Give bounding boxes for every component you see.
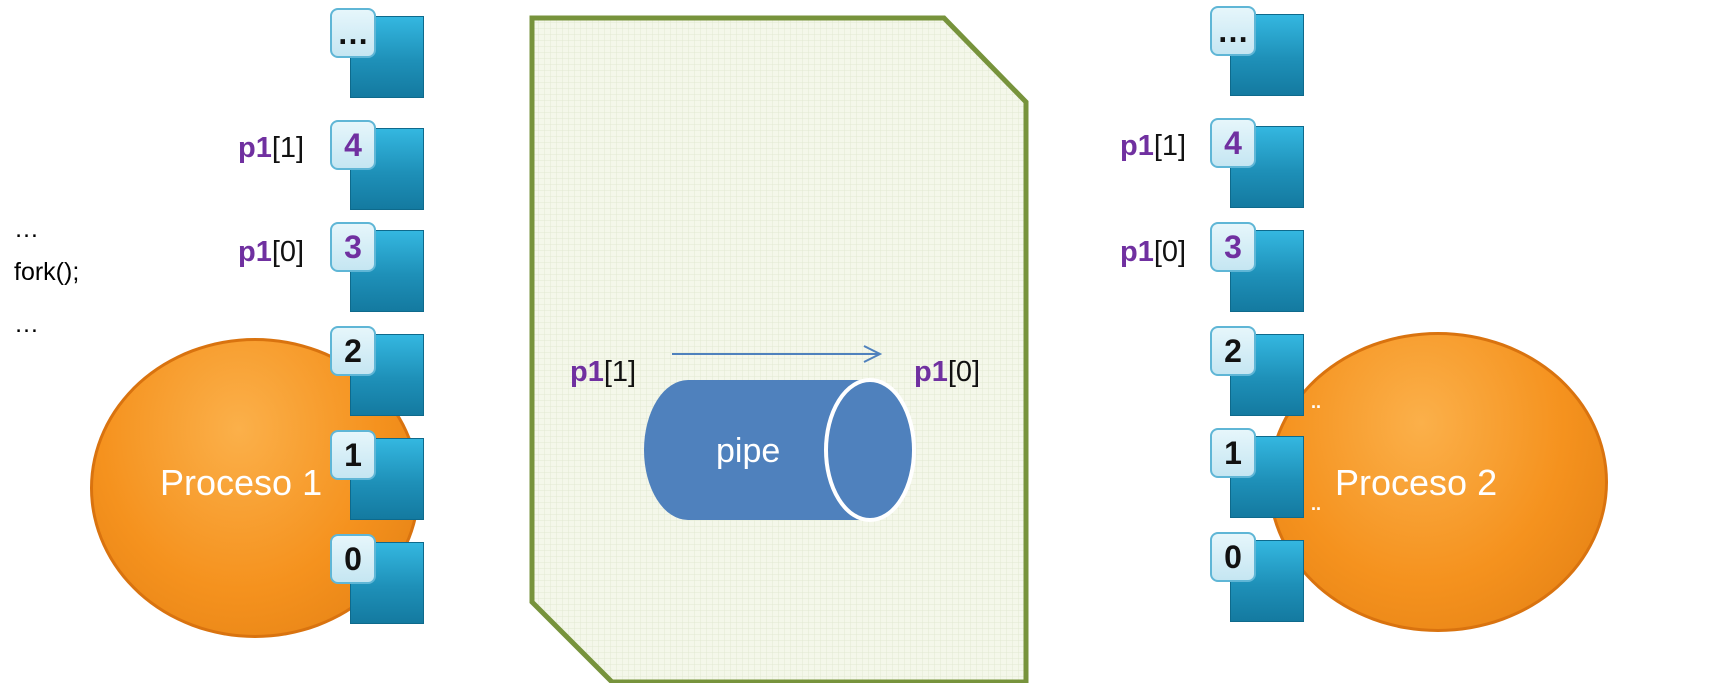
pipe-write-end-label: p1[1] — [570, 356, 637, 388]
slot-number: 0 — [1210, 532, 1256, 582]
slot-dots: .. — [1310, 288, 1321, 308]
p2-fd3-label: p1[0] — [1120, 236, 1187, 268]
slot-number: … — [1210, 6, 1256, 56]
slot-dots: .. — [430, 74, 441, 94]
process-2-circle — [1268, 332, 1608, 632]
slot-number: 0 — [330, 534, 376, 584]
process-2-label: Proceso 2 — [1335, 462, 1498, 503]
p1-fd4-label: p1[1] — [238, 132, 305, 164]
slot-number: 1 — [330, 430, 376, 480]
slot-dots: .. — [1310, 494, 1321, 514]
slot-dots: .. — [1310, 598, 1321, 618]
slot-dots: .. — [1310, 184, 1321, 204]
p2-fd-slot-more: .. … — [1210, 6, 1321, 96]
slot-number: 3 — [1210, 222, 1256, 272]
code-ellipsis-top: … — [14, 215, 39, 243]
code-ellipsis-bottom: … — [14, 310, 39, 338]
p1-fd-slot-1: .. 1 — [330, 430, 441, 520]
p1-fd-slot-0: .. 0 — [330, 534, 441, 624]
p2-fd-slot-4: .. 4 — [1210, 118, 1321, 208]
slot-number: 1 — [1210, 428, 1256, 478]
pipe-label: pipe — [716, 432, 781, 470]
p2-fd-slot-1: .. 1 — [1210, 428, 1321, 518]
slot-dots: .. — [430, 392, 441, 412]
slot-dots: .. — [1310, 392, 1321, 412]
p1-fd-slot-4: .. 4 — [330, 120, 441, 210]
slot-dots: .. — [1310, 72, 1321, 92]
slot-dots: .. — [430, 600, 441, 620]
p2-fd-slot-0: .. 0 — [1210, 532, 1321, 622]
slot-number: … — [330, 8, 376, 58]
p1-fd-slot-more: .. … — [330, 8, 441, 98]
slot-dots: .. — [430, 496, 441, 516]
slot-number: 4 — [330, 120, 376, 170]
p2-fd4-label: p1[1] — [1120, 130, 1187, 162]
slot-dots: .. — [430, 288, 441, 308]
pipe-read-end-label: p1[0] — [914, 356, 981, 388]
slot-number: 2 — [1210, 326, 1256, 376]
kernel-border — [529, 15, 1029, 683]
slot-number: 3 — [330, 222, 376, 272]
process-1-label: Proceso 1 — [160, 462, 323, 503]
p2-fd-slot-3: .. 3 — [1210, 222, 1321, 312]
slot-dots: .. — [430, 186, 441, 206]
p2-fd-slot-2: .. 2 — [1210, 326, 1321, 416]
p1-fd-slot-3: .. 3 — [330, 222, 441, 312]
p1-fd-slot-2: .. 2 — [330, 326, 441, 416]
pipe-end — [824, 378, 916, 522]
code-fork-call: fork(); — [14, 258, 80, 286]
pipe-direction-arrowhead — [863, 345, 883, 363]
slot-number: 4 — [1210, 118, 1256, 168]
p1-fd3-label: p1[0] — [238, 236, 305, 268]
kernel-area — [529, 15, 1029, 683]
slot-number: 2 — [330, 326, 376, 376]
